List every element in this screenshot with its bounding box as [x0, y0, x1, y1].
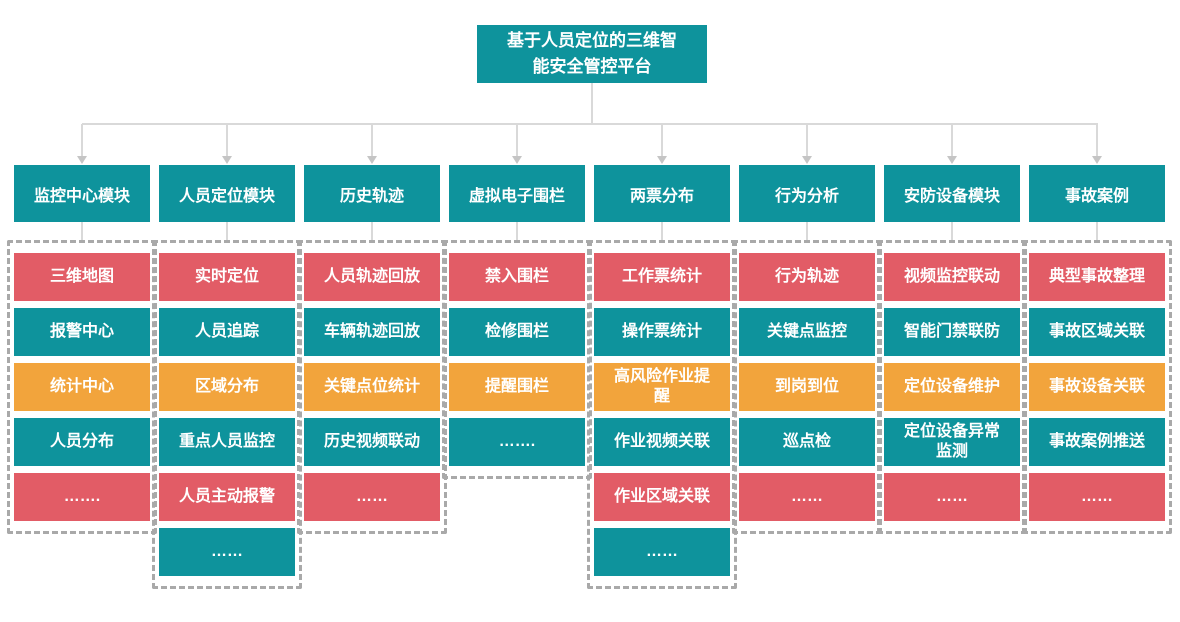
module-header: 监控中心模块 [14, 165, 150, 222]
module-item: 巡点检 [739, 418, 875, 466]
module-item: 车辆轨迹回放 [304, 308, 440, 356]
connector-drop-line [806, 124, 808, 157]
connector-drop-line [1096, 124, 1098, 157]
module-item: 智能门禁联防 [884, 308, 1020, 356]
module-item: ……. [14, 473, 150, 521]
connector-drop-line [661, 124, 663, 157]
connector-arrowhead-icon [802, 156, 812, 164]
module-item: 典型事故整理 [1029, 253, 1165, 301]
module-group: 典型事故整理事故区域关联事故设备关联事故案例推送 …… [1022, 240, 1172, 534]
connector-arrowhead-icon [77, 156, 87, 164]
module-item: ……. [449, 418, 585, 466]
connector-arrowhead-icon [367, 156, 377, 164]
module-item: 事故设备关联 [1029, 363, 1165, 411]
module-group: 视频监控联动智能门禁联防定位设备维护定位设备异常 监测 …… [877, 240, 1027, 534]
module-item: …… [884, 473, 1020, 521]
module-item: 事故案例推送 [1029, 418, 1165, 466]
module-column-2: 人员定位模块实时定位人员追踪区域分布重点人员监控人员主动报警 …… [152, 165, 302, 589]
root-node: 基于人员定位的三维智 能安全管控平台 [477, 25, 707, 83]
connector-drop-line [81, 124, 83, 157]
header-group-connector [371, 222, 373, 240]
module-header: 历史轨迹 [304, 165, 440, 222]
module-header: 安防设备模块 [884, 165, 1020, 222]
header-group-connector [81, 222, 83, 240]
module-header: 两票分布 [594, 165, 730, 222]
module-column-8: 事故案例典型事故整理事故区域关联事故设备关联事故案例推送 …… [1022, 165, 1172, 534]
connector-drop-line [516, 124, 518, 157]
module-item: 提醒围栏 [449, 363, 585, 411]
module-item: 事故区域关联 [1029, 308, 1165, 356]
module-item: 统计中心 [14, 363, 150, 411]
module-item: 三维地图 [14, 253, 150, 301]
module-item: 定位设备异常 监测 [884, 418, 1020, 466]
module-item: 作业区域关联 [594, 473, 730, 521]
module-column-3: 历史轨迹人员轨迹回放车辆轨迹回放关键点位统计历史视频联动 …… [297, 165, 447, 534]
module-item: …… [159, 528, 295, 576]
module-item: 人员追踪 [159, 308, 295, 356]
module-item: 禁入围栏 [449, 253, 585, 301]
connector-bus-line [82, 123, 1098, 125]
connector-drop-line [951, 124, 953, 157]
connector-arrowhead-icon [947, 156, 957, 164]
module-group: 工作票统计操作票统计高风险作业提 醒作业视频关联作业区域关联 …… [587, 240, 737, 589]
module-item: 实时定位 [159, 253, 295, 301]
module-header: 虚拟电子围栏 [449, 165, 585, 222]
module-item: 报警中心 [14, 308, 150, 356]
module-item: 高风险作业提 醒 [594, 363, 730, 411]
module-item: 作业视频关联 [594, 418, 730, 466]
module-header: 行为分析 [739, 165, 875, 222]
module-item: 人员分布 [14, 418, 150, 466]
root-connector-line [591, 83, 593, 124]
module-item: 到岗到位 [739, 363, 875, 411]
connector-arrowhead-icon [1092, 156, 1102, 164]
module-item: 区域分布 [159, 363, 295, 411]
module-group: 人员轨迹回放车辆轨迹回放关键点位统计历史视频联动 …… [297, 240, 447, 534]
module-item: 行为轨迹 [739, 253, 875, 301]
module-item: …… [304, 473, 440, 521]
module-item: 检修围栏 [449, 308, 585, 356]
connector-drop-line [226, 124, 228, 157]
module-column-4: 虚拟电子围栏禁入围栏检修围栏提醒围栏 ……. [442, 165, 592, 479]
module-item: 关键点监控 [739, 308, 875, 356]
connector-arrowhead-icon [222, 156, 232, 164]
module-item: 关键点位统计 [304, 363, 440, 411]
header-group-connector [226, 222, 228, 240]
module-item: 人员主动报警 [159, 473, 295, 521]
module-column-7: 安防设备模块视频监控联动智能门禁联防定位设备维护定位设备异常 监测 …… [877, 165, 1027, 534]
module-group: 行为轨迹关键点监控到岗到位巡点检 …… [732, 240, 882, 534]
module-header: 人员定位模块 [159, 165, 295, 222]
header-group-connector [806, 222, 808, 240]
module-item: …… [739, 473, 875, 521]
module-item: 历史视频联动 [304, 418, 440, 466]
header-group-connector [661, 222, 663, 240]
module-item: …… [1029, 473, 1165, 521]
module-item: 视频监控联动 [884, 253, 1020, 301]
header-group-connector [951, 222, 953, 240]
module-header: 事故案例 [1029, 165, 1165, 222]
module-item: 重点人员监控 [159, 418, 295, 466]
module-column-1: 监控中心模块三维地图报警中心统计中心人员分布 ……. [7, 165, 157, 534]
module-column-5: 两票分布工作票统计操作票统计高风险作业提 醒作业视频关联作业区域关联 …… [587, 165, 737, 589]
connector-arrowhead-icon [512, 156, 522, 164]
module-group: 三维地图报警中心统计中心人员分布 ……. [7, 240, 157, 534]
module-item: 操作票统计 [594, 308, 730, 356]
header-group-connector [1096, 222, 1098, 240]
connector-arrowhead-icon [657, 156, 667, 164]
module-item: 人员轨迹回放 [304, 253, 440, 301]
module-column-6: 行为分析行为轨迹关键点监控到岗到位巡点检 …… [732, 165, 882, 534]
module-group: 实时定位人员追踪区域分布重点人员监控人员主动报警 …… [152, 240, 302, 589]
module-group: 禁入围栏检修围栏提醒围栏 ……. [442, 240, 592, 479]
module-item: 定位设备维护 [884, 363, 1020, 411]
connector-drop-line [371, 124, 373, 157]
module-item: 工作票统计 [594, 253, 730, 301]
header-group-connector [516, 222, 518, 240]
module-item: …… [594, 528, 730, 576]
